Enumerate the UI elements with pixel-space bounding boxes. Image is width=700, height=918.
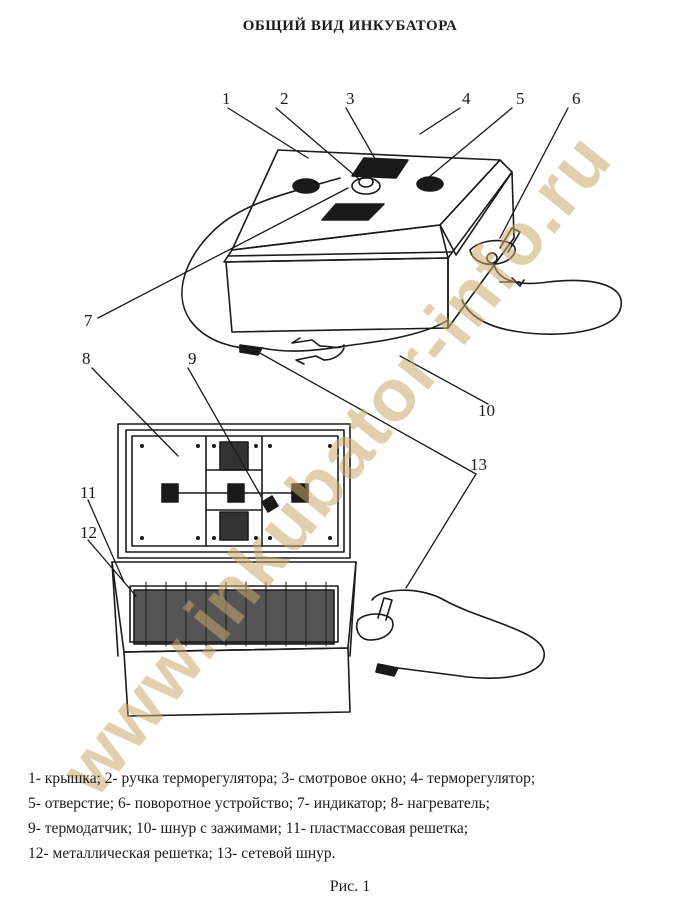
clamp-1 [291,337,321,347]
leader-lines [87,107,569,597]
callout-5: 5 [516,89,525,108]
legend-line: 5- отверстие; 6- поворотное устройство; … [28,795,490,812]
figure-legend: 1- крышка; 2- ручка терморегулятора; 3- … [28,766,688,866]
callout-11: 11 [80,483,96,502]
callout-labels: 1 2 3 4 5 6 7 8 9 10 11 12 13 [80,89,581,542]
metal-grid [133,589,335,645]
turning-device [469,227,521,266]
callout-1: 1 [222,89,231,108]
incubator-closed [181,149,623,365]
callout-10: 10 [478,401,495,420]
callout-2: 2 [280,89,289,108]
legend-line: 1- крышка; 2- ручка терморегулятора; 3- … [28,770,536,787]
turning-device-open [355,597,394,641]
body-right [447,171,515,329]
figure-title: ОБЩИЙ ВИД ИНКУБАТОРА [242,18,458,34]
viewing-window-1 [351,157,409,179]
plastic-grid [129,585,339,643]
incubator-open [111,423,545,717]
callout-8: 8 [82,349,91,368]
legend-line: 12- металлическая решетка; 13- сетевой ш… [28,845,336,862]
figure-caption: Рис. 1 [329,878,371,895]
thermo-sensor [261,495,279,513]
viewing-window-2 [321,203,385,221]
callout-3: 3 [346,89,355,108]
lid-right [439,159,513,256]
power-plug-top [499,277,525,287]
callout-9: 9 [188,349,197,368]
clamp-2 [295,355,325,365]
legend-line: 9- термодатчик; 10- шнур с зажимами; 11-… [28,820,469,837]
callout-12: 12 [80,523,97,542]
callout-6: 6 [572,89,581,108]
thermostat-knob [351,177,381,195]
lid-inner [117,423,351,559]
indicator-plug [239,344,263,356]
watermark-text: www.inkubator-info.ru [43,117,627,811]
callout-7: 7 [84,311,93,330]
lid-window-bottom [219,511,249,541]
callout-4: 4 [462,89,471,108]
power-plug-bottom [375,663,399,677]
callout-13: 13 [470,455,487,474]
